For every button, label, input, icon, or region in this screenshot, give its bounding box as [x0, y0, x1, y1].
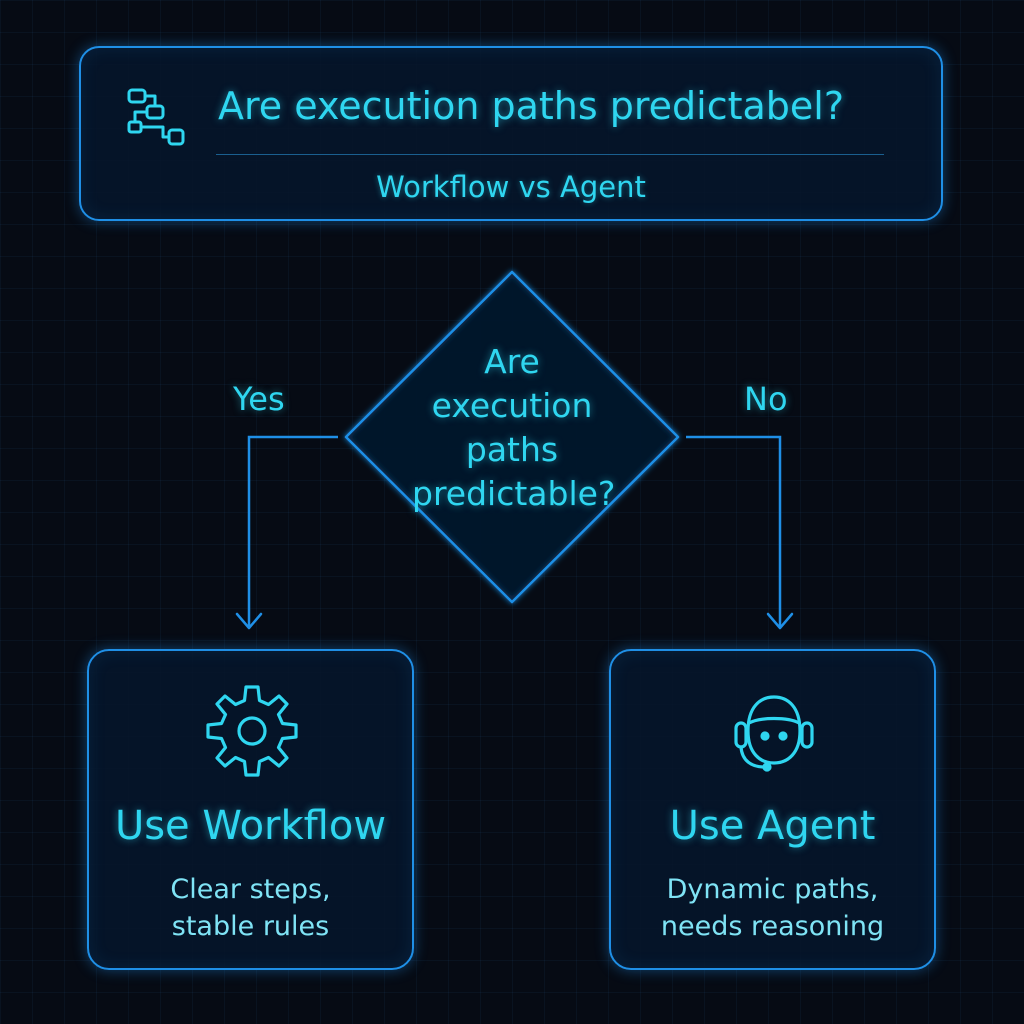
- header-card: Are execution paths predictabel? Workflo…: [79, 46, 943, 221]
- decision-line: Are: [484, 342, 540, 381]
- workflow-desc-line: stable rules: [171, 911, 330, 942]
- yes-connector-line: [247, 435, 338, 628]
- workflow-desc-line: Clear steps,: [170, 874, 331, 905]
- flowchart-icon: [127, 88, 185, 146]
- gear-icon: [206, 685, 298, 777]
- decision-line: execution: [431, 386, 593, 425]
- workflow-description: Clear steps, stable rules: [89, 871, 412, 945]
- yes-arrow-head: [235, 612, 263, 630]
- agent-desc-line: needs reasoning: [660, 911, 885, 942]
- decision-line: predictable?: [412, 474, 616, 513]
- decision-line: paths: [465, 430, 559, 469]
- page-subtitle: Workflow vs Agent: [376, 170, 646, 204]
- agent-card: Use Agent Dynamic paths, needs reasoning: [609, 649, 936, 970]
- agent-description: Dynamic paths, needs reasoning: [611, 871, 934, 945]
- headset-agent-icon: [734, 695, 814, 772]
- workflow-card: Use Workflow Clear steps, stable rules: [87, 649, 414, 970]
- page-title: Are execution paths predictabel?: [218, 84, 845, 128]
- yes-label: Yes: [233, 380, 285, 418]
- decision-diamond: [344, 270, 680, 604]
- no-connector-line: [686, 435, 782, 628]
- no-label: No: [744, 380, 788, 418]
- no-arrow-head: [766, 612, 794, 630]
- header-divider: [216, 154, 884, 155]
- agent-title: Use Agent: [669, 803, 876, 849]
- workflow-title: Use Workflow: [114, 803, 387, 849]
- agent-desc-line: Dynamic paths,: [666, 874, 879, 905]
- decision-question: Are execution paths predictable?: [412, 340, 616, 516]
